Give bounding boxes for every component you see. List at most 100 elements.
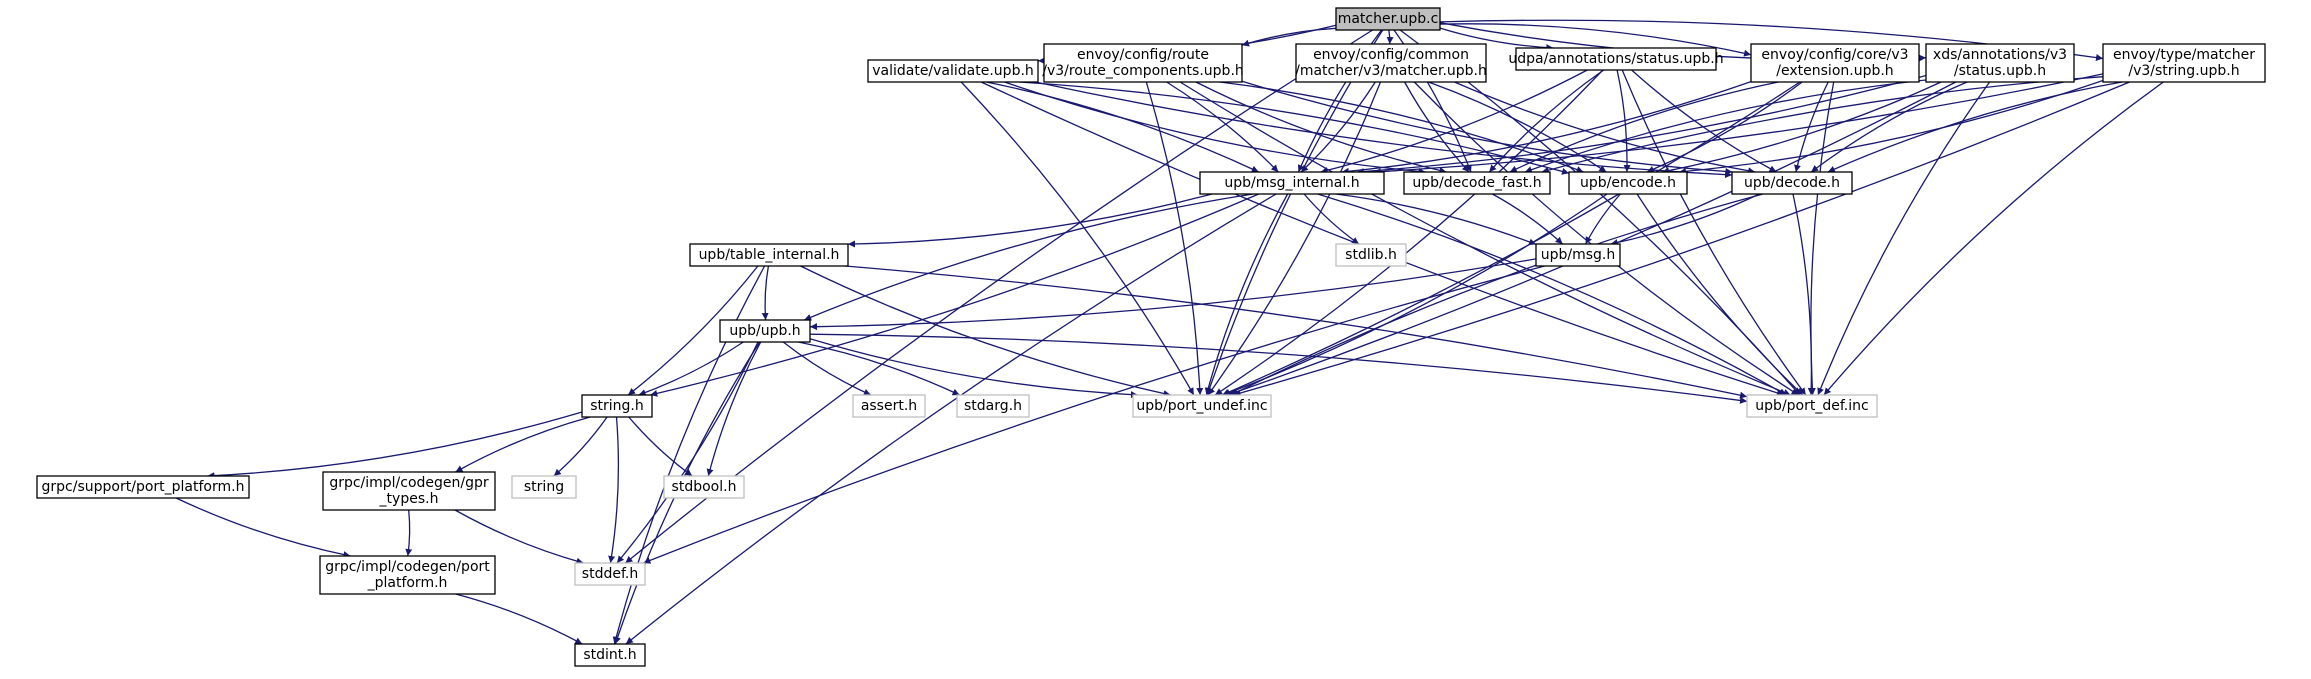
node-common-label: /matcher/v3/matcher.upb.h [1295, 63, 1487, 79]
node-stdbool-box [663, 475, 745, 499]
node-decode_fast-box [1403, 171, 1551, 195]
edge-string_h-to-string_sys [553, 416, 608, 477]
edge-xds-to-port_def [1817, 81, 1991, 396]
node-xds-box [1925, 43, 2075, 83]
node-decode_fast[interactable]: upb/decode_fast.h [1403, 171, 1551, 195]
edge-encode-to-port_def [1636, 193, 1804, 396]
node-stdarg-box [956, 394, 1030, 418]
node-typem-box [2102, 43, 2266, 83]
node-typem[interactable]: envoy/type/matcher/v3/string.upb.h [2102, 43, 2266, 83]
edge-common-to-decode [1454, 81, 1756, 175]
edge-root-to-port_undef [1206, 29, 1384, 396]
node-typem-label: envoy/type/matcher [2113, 47, 2255, 63]
edge-table_internal-to-stdint [612, 265, 766, 645]
node-table_internal-label: upb/table_internal.h [699, 247, 840, 263]
edge-root-to-common [1386, 29, 1394, 45]
node-string_sys: string [511, 475, 577, 499]
edge-xds-to-msg_internal [1356, 74, 1927, 175]
node-port_undef: upb/port_undef.inc [1132, 394, 1272, 418]
node-decode-label: upb/decode.h [1744, 175, 1840, 191]
edge-root-to-core [1439, 23, 1752, 57]
node-assert-label: assert.h [861, 398, 917, 414]
node-common[interactable]: envoy/config/common/matcher/v3/matcher.u… [1295, 43, 1487, 83]
node-core-box [1750, 43, 1920, 83]
edge-common-to-encode [1428, 81, 1607, 173]
edge-typem-to-decode_fast [1541, 76, 2104, 174]
node-udpa-box [1515, 47, 1717, 71]
node-stdarg-label: stdarg.h [964, 398, 1022, 414]
edge-gpr_types-to-stddef [454, 509, 584, 565]
node-stdbool-label: stdbool.h [672, 479, 737, 495]
node-grpc_port-box [319, 555, 496, 595]
node-table_internal[interactable]: upb/table_internal.h [689, 243, 849, 267]
edge-upb-to-port_def [809, 333, 1748, 404]
node-common-label: envoy/config/common [1313, 47, 1469, 63]
node-root-box [1335, 7, 1441, 31]
node-stdint[interactable]: stdint.h [574, 643, 646, 667]
node-port_def-box [1746, 394, 1878, 418]
node-route-box [1043, 43, 1243, 83]
node-grpc_port-label: _platform.h [367, 575, 448, 591]
node-stddef-label: stddef.h [582, 566, 638, 582]
node-root[interactable]: matcher.upb.c [1335, 7, 1441, 31]
node-validate[interactable]: validate/validate.upb.h [867, 59, 1039, 83]
edge-msg_internal-to-string_h [650, 193, 1259, 397]
node-route-label: /v3/route_components.upb.h [1042, 63, 1244, 79]
edge-upb-to-string_h [638, 341, 744, 396]
edge-decode-to-port_def [1792, 193, 1815, 396]
edge-typem-to-encode [1678, 79, 2104, 175]
node-route[interactable]: envoy/config/route/v3/route_components.u… [1042, 43, 1244, 83]
edge-string_h-to-gpr_types [455, 416, 591, 473]
edge-core-to-port_undef [1222, 81, 1801, 396]
node-route-label: envoy/config/route [1077, 47, 1209, 63]
edge-route-to-msg_internal [1166, 81, 1279, 173]
edge-encode-to-port_undef [1222, 193, 1608, 396]
node-core[interactable]: envoy/config/core/v3/extension.upb.h [1750, 43, 1920, 83]
node-port_undef-box [1132, 394, 1272, 418]
node-msg_internal[interactable]: upb/msg_internal.h [1199, 171, 1385, 195]
edge-validate-to-port_undef [960, 81, 1195, 396]
edge-table_internal-to-string_h [627, 265, 759, 396]
edge-encode-to-msg [1585, 193, 1621, 245]
edge-core-to-msg_internal [1341, 80, 1752, 175]
node-msg-box [1535, 243, 1621, 267]
node-xds-label: /status.upb.h [1954, 63, 2046, 79]
node-udpa[interactable]: udpa/annotations/status.upb.h [1508, 47, 1724, 71]
edge-grpc_support-to-grpc_port [175, 497, 351, 559]
node-xds[interactable]: xds/annotations/v3/status.upb.h [1925, 43, 2075, 83]
node-msg_internal-box [1199, 171, 1385, 195]
edge-grpc_port-to-stdint [455, 593, 583, 645]
edge-table_internal-to-port_undef [800, 265, 1171, 397]
node-msg_internal-label: upb/msg_internal.h [1224, 175, 1359, 191]
edge-msg_internal-to-stdint [625, 193, 1277, 645]
node-stdint-box [574, 643, 646, 667]
node-string_sys-label: string [524, 479, 564, 495]
edge-validate-to-decode [1035, 81, 1733, 179]
node-encode-label: upb/encode.h [1580, 175, 1676, 191]
node-validate-box [867, 59, 1039, 83]
node-grpc_support-label: grpc/support/port_platform.h [42, 479, 245, 495]
edge-core-to-decode_fast [1509, 81, 1779, 173]
node-grpc_port[interactable]: grpc/impl/codegen/port_platform.h [319, 555, 496, 595]
node-gpr_types[interactable]: grpc/impl/codegen/gpr_types.h [322, 471, 496, 511]
node-port_def-label: upb/port_def.inc [1755, 398, 1868, 414]
node-msg[interactable]: upb/msg.h [1535, 243, 1621, 267]
edge-common-to-msg_internal [1300, 81, 1376, 173]
node-validate-label: validate/validate.upb.h [872, 63, 1034, 79]
node-core-label: /extension.upb.h [1776, 63, 1893, 79]
node-string_h[interactable]: string.h [581, 394, 653, 418]
edge-upb-to-stdarg [798, 341, 960, 396]
edge-xds-to-decode [1810, 81, 1968, 173]
node-grpc_support[interactable]: grpc/support/port_platform.h [36, 475, 250, 499]
node-core-label: envoy/config/core/v3 [1761, 47, 1908, 63]
node-gpr_types-box [322, 471, 496, 511]
edge-route-to-decode_fast [1195, 81, 1447, 174]
node-decode[interactable]: upb/decode.h [1731, 171, 1853, 195]
node-upb[interactable]: upb/upb.h [719, 319, 811, 343]
node-stddef-box [574, 562, 646, 586]
node-decode-box [1731, 171, 1853, 195]
node-encode[interactable]: upb/encode.h [1568, 171, 1688, 195]
edge-string_h-to-grpc_support [207, 411, 583, 480]
